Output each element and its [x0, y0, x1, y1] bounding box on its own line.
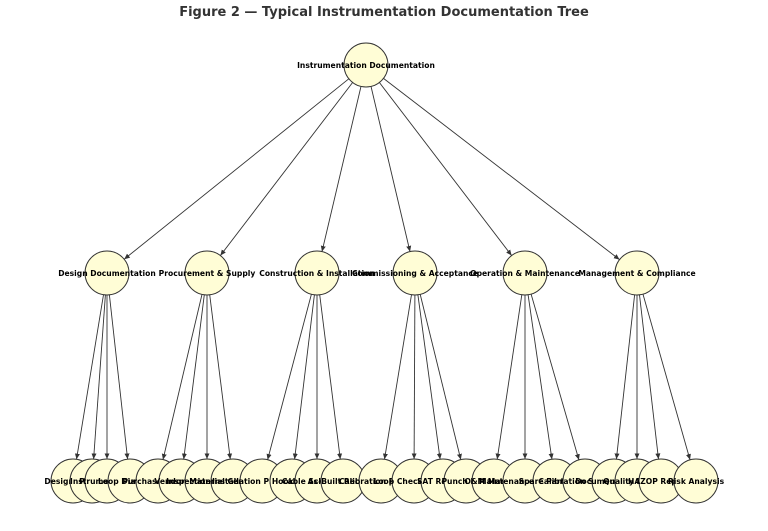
- branch-node-construction-and-installation-circle: [294, 250, 340, 296]
- edge-operation-and-maintenance-to-spare-parts-lists: [527, 294, 554, 460]
- leaf-node-hook-ups-label: Hook-ups: [272, 477, 313, 486]
- branch-node-commissioning-and-acceptance-circle: [392, 250, 438, 296]
- root-node: Instrumentation Documentation: [297, 42, 435, 88]
- leaf-node-calibration-schedules-label: Calibration Schedules: [538, 477, 632, 486]
- leaf-node-sat-reports-label: SAT Reports: [417, 477, 470, 486]
- branch-node-management-and-compliance: Management & Compliance: [578, 250, 696, 296]
- leaf-node-purchase-orders-label: Purchase Orders: [122, 477, 194, 486]
- edge-root-to-management-and-compliance: [383, 78, 620, 260]
- leaf-node-inspection-records-label: Inspection Records: [166, 477, 248, 486]
- tree-edges: [74, 78, 691, 461]
- edge-root-to-operation-and-maintenance: [379, 82, 512, 256]
- leaf-node-oandm-manuals: O&M Manuals: [464, 458, 524, 504]
- leaf-node-risk-analysis-label: Risk Analysis: [668, 477, 725, 486]
- leaf-node-loop-diagrams-label: Loop Diagrams: [98, 477, 163, 486]
- leaf-node-hazop-reports-label: HAZOP Reports: [628, 477, 694, 486]
- branch-node-design-documentation-circle: [84, 250, 130, 296]
- leaf-node-maintenance-records-label: Maintenance Records: [479, 477, 572, 486]
- edge-construction-and-installation-to-installation-procedures: [266, 294, 312, 460]
- edge-commissioning-and-acceptance-to-punch-lists: [419, 294, 462, 460]
- leaf-node-installation-procedures-label: Installation Procedures: [212, 477, 312, 486]
- leaf-node-instrument-index-label: Instrument Index: [70, 477, 144, 486]
- leaf-node-spare-parts-lists-label: Spare Parts Lists: [519, 477, 592, 486]
- branch-node-management-and-compliance-label: Management & Compliance: [578, 269, 695, 278]
- edge-design-documentation-to-pandids: [91, 294, 106, 460]
- figure-title: Figure 2 — Typical Instrumentation Docum…: [179, 5, 589, 20]
- edge-design-documentation-to-design-specs: [74, 294, 104, 460]
- edge-operation-and-maintenance-to-calibration-schedules: [530, 293, 580, 461]
- leaf-node-as-built-records: As-Built Records: [308, 458, 379, 504]
- branch-node-operation-and-maintenance: Operation & Maintenance: [470, 250, 580, 296]
- leaf-node-vendor-data-label: Vendor Data: [154, 477, 207, 486]
- edge-procurement-and-supply-to-material-certificates: [209, 294, 233, 460]
- leaf-node-document-control-label: Document Control: [575, 477, 653, 486]
- branch-node-operation-and-maintenance-label: Operation & Maintenance: [470, 269, 580, 278]
- branch-node-management-and-compliance-circle: [614, 250, 660, 296]
- leaf-node-loop-check-sheets-label: Loop Check Sheets: [373, 477, 454, 486]
- edge-commissioning-and-acceptance-to-sat-reports: [417, 294, 442, 460]
- branch-node-commissioning-and-acceptance: Commissioning & Acceptance: [352, 250, 478, 296]
- edge-root-to-procurement-and-supply: [220, 82, 353, 256]
- edge-procurement-and-supply-to-purchase-orders: [161, 294, 203, 460]
- edge-management-and-compliance-to-risk-analysis: [642, 294, 691, 460]
- leaf-node-material-certificates-label: Material Certificates: [189, 477, 277, 486]
- leaf-node-punch-lists-label: Punch Lists: [441, 477, 491, 486]
- branch-node-procurement-and-supply: Procurement & Supply: [159, 250, 256, 296]
- edge-root-to-commissioning-and-acceptance: [370, 86, 412, 252]
- leaf-node-risk-analysis-circle: [673, 458, 719, 504]
- edge-procurement-and-supply-to-vendor-data: [181, 294, 205, 460]
- edge-root-to-construction-and-installation: [320, 86, 362, 252]
- edge-root-to-design-documentation: [123, 78, 350, 260]
- branch-node-procurement-and-supply-label: Procurement & Supply: [159, 269, 256, 278]
- edge-commissioning-and-acceptance-to-loop-check-sheets: [411, 294, 417, 460]
- branch-node-construction-and-installation-label: Construction & Installation: [259, 269, 374, 278]
- branch-node-operation-and-maintenance-circle: [502, 250, 548, 296]
- leaf-node-calibration-records-label: Calibration Records: [339, 477, 424, 486]
- branch-node-construction-and-installation: Construction & Installation: [259, 250, 375, 296]
- branch-node-design-documentation-label: Design Documentation: [58, 269, 156, 278]
- edge-management-and-compliance-to-document-control: [614, 294, 636, 460]
- leaf-node-quality-records-label: Quality Records: [603, 477, 671, 486]
- leaf-node-oandm-manuals-label: O&M Manuals: [464, 477, 523, 486]
- branch-node-commissioning-and-acceptance-label: Commissioning & Acceptance: [352, 269, 478, 278]
- edge-operation-and-maintenance-to-oandm-manuals: [495, 294, 523, 460]
- branch-node-procurement-and-supply-circle: [184, 250, 230, 296]
- edge-design-documentation-to-loop-diagrams: [108, 294, 130, 460]
- edge-construction-and-installation-to-hook-ups: [292, 294, 315, 460]
- edge-commissioning-and-acceptance-to-calibration-records: [382, 294, 412, 460]
- branch-node-design-documentation: Design Documentation: [58, 250, 156, 296]
- edge-management-and-compliance-to-hazop-reports: [639, 294, 661, 460]
- leaf-node-cable-schedules-label: Cable Schedules: [282, 477, 353, 486]
- leaf-node-as-built-records-label: As-Built Records: [308, 477, 379, 486]
- leaf-node-risk-analysis: Risk Analysis: [668, 458, 725, 504]
- root-node-label: Instrumentation Documentation: [297, 61, 435, 70]
- edge-construction-and-installation-to-as-built-records: [319, 294, 343, 460]
- root-node-circle: [343, 42, 389, 88]
